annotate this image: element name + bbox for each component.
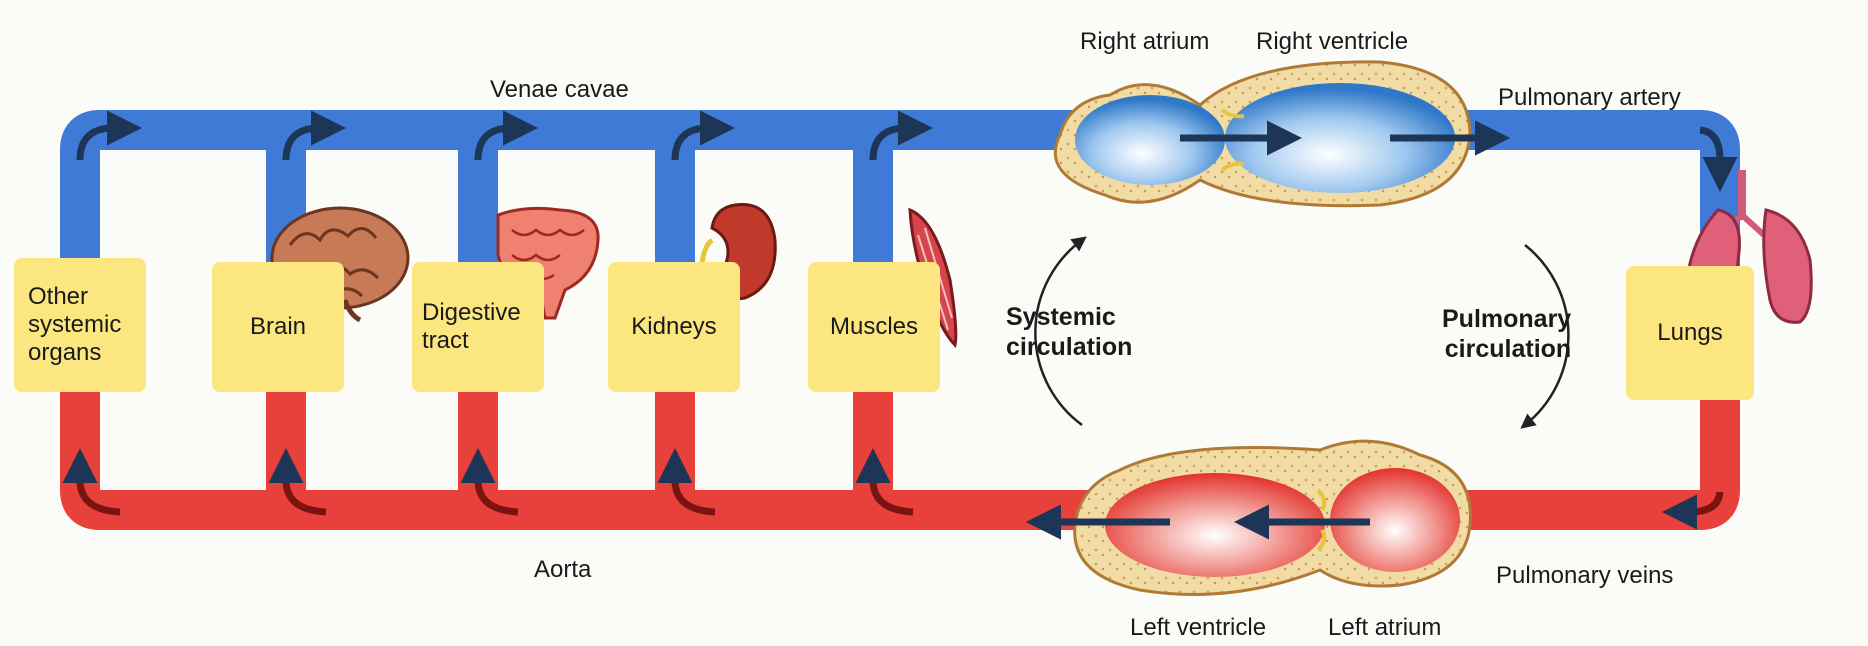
label-pulmonary-veins: Pulmonary veins [1496, 562, 1673, 590]
organ-label: Digestive tract [422, 299, 521, 355]
label-right-atrium: Right atrium [1080, 28, 1209, 56]
right-heart [1055, 62, 1496, 206]
label-left-ventricle: Left ventricle [1130, 614, 1266, 642]
organ-kidneys: Kidneys [608, 262, 740, 392]
organ-lungs: Lungs [1626, 266, 1754, 400]
label-venae-cavae: Venae cavae [490, 76, 629, 104]
label-pulmonary-circulation: Pulmonary circulation [1442, 304, 1571, 364]
organ-label: Lungs [1657, 319, 1722, 347]
organ-label: Brain [250, 313, 306, 341]
left-heart [1040, 441, 1470, 594]
organ-label: Muscles [830, 313, 918, 341]
label-systemic-circulation: Systemic circulation [1006, 302, 1132, 362]
label-pulmonary-artery: Pulmonary artery [1498, 84, 1681, 112]
organ-digestive-tract: Digestive tract [412, 262, 544, 392]
organ-label: Kidneys [631, 313, 716, 341]
organ-label: Other systemic organs [28, 283, 121, 367]
label-aorta: Aorta [534, 556, 591, 584]
organ-muscles: Muscles [808, 262, 940, 392]
organ-other-systemic: Other systemic organs [14, 258, 146, 392]
organ-brain: Brain [212, 262, 344, 392]
label-left-atrium: Left atrium [1328, 614, 1441, 642]
arterial-vessels [80, 380, 1720, 510]
label-right-ventricle: Right ventricle [1256, 28, 1408, 56]
